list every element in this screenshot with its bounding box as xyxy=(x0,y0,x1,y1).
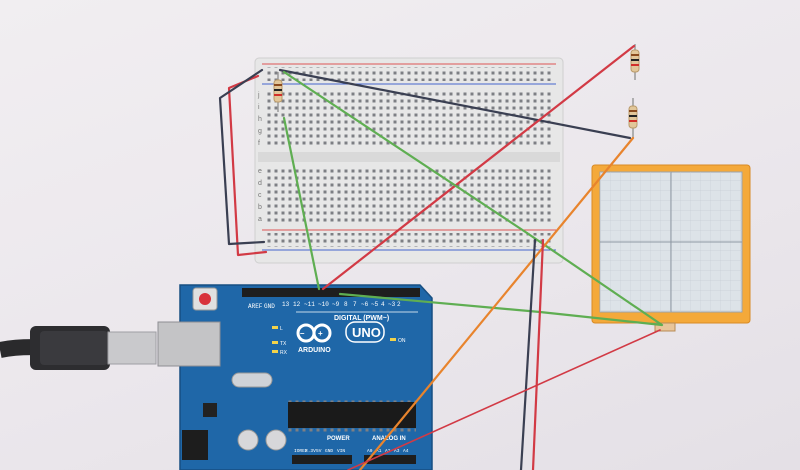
pin-label: 2 xyxy=(397,301,401,308)
power-label: POWER xyxy=(327,436,350,442)
power-pin-label: IOREF xyxy=(294,448,308,454)
arduino-logo-icon: – + xyxy=(296,323,332,343)
on-label: ON xyxy=(398,338,406,344)
pin-label: 4 xyxy=(381,301,385,308)
top-terminal-strip[interactable] xyxy=(266,90,554,148)
power-pin-label: GND xyxy=(325,448,333,454)
orange-wire[interactable] xyxy=(358,136,635,470)
power-pin-label: VIN xyxy=(337,448,345,454)
digital-label: DIGITAL (PWM~) xyxy=(334,315,389,322)
row-letter: b xyxy=(258,204,262,211)
analog-label: ANALOG IN xyxy=(372,436,406,442)
model-label: UNO xyxy=(352,325,381,340)
row-letter: i xyxy=(258,104,260,111)
touch-panel[interactable] xyxy=(591,164,751,332)
row-letter: c xyxy=(258,192,262,199)
usb-cable-icon xyxy=(0,326,157,370)
red-wire[interactable] xyxy=(347,329,661,470)
usb-port xyxy=(157,321,221,367)
red-wire[interactable] xyxy=(321,44,636,291)
pin-label: 13 xyxy=(282,301,290,308)
svg-text:–: – xyxy=(300,329,305,338)
panel-connector[interactable] xyxy=(654,322,676,332)
analog-pin-label: A2 xyxy=(385,448,391,454)
bottom-terminal-strip[interactable] xyxy=(266,166,554,224)
pin-label: ~5 xyxy=(371,301,379,308)
breadboard[interactable]: j i h g f e d c b a xyxy=(254,57,564,264)
svg-text:+: + xyxy=(318,329,323,338)
rx-label: RX xyxy=(280,350,288,356)
power-pin-label: 5V xyxy=(316,448,322,454)
row-letter: e xyxy=(258,168,262,175)
analog-pin-label: A0 xyxy=(367,448,373,454)
power-pin-label: 3.3V xyxy=(305,448,316,454)
resistor-icon[interactable] xyxy=(273,72,283,112)
l-led-label: L xyxy=(280,326,283,332)
pin-label: ~9 xyxy=(332,301,340,308)
center-channel xyxy=(258,152,560,162)
green-wire[interactable] xyxy=(282,70,529,235)
capacitor-icon xyxy=(265,429,287,451)
row-letter: h xyxy=(258,116,262,123)
resistor-icon[interactable] xyxy=(628,98,638,138)
row-letter: d xyxy=(258,180,262,187)
regulator-icon xyxy=(203,403,217,417)
resistor-icon[interactable] xyxy=(630,44,640,80)
pin-label: ~10 xyxy=(318,301,329,308)
power-header[interactable] xyxy=(292,455,352,464)
capacitor-icon xyxy=(237,429,259,451)
pin-label: ~11 xyxy=(304,301,315,308)
pin-label: ~3 xyxy=(388,301,396,308)
top-power-rail[interactable] xyxy=(266,67,554,81)
row-letter: a xyxy=(258,216,262,223)
aref-label: AREF xyxy=(248,303,263,310)
analog-pin-label: A1 xyxy=(376,448,382,454)
pin-label: 8 xyxy=(344,301,348,308)
brand-label: ARDUINO xyxy=(298,347,331,354)
reset-button[interactable] xyxy=(199,293,211,305)
analog-pin-label: A4 xyxy=(403,448,409,454)
black-wire[interactable] xyxy=(519,238,537,470)
crystal-oscillator xyxy=(231,372,273,388)
row-letter: j xyxy=(257,92,260,99)
green-wire[interactable] xyxy=(338,231,664,327)
black-wire[interactable] xyxy=(218,68,266,246)
pin-label: ~6 xyxy=(361,301,369,308)
dc-jack xyxy=(182,430,208,460)
green-wire[interactable] xyxy=(282,116,321,291)
row-letter: f xyxy=(258,140,260,147)
pin-label: 12 xyxy=(293,301,301,308)
row-letter: g xyxy=(258,128,262,135)
red-wire[interactable] xyxy=(531,238,545,470)
black-wire[interactable] xyxy=(278,68,632,140)
tx-label: TX xyxy=(280,341,287,347)
analog-header[interactable] xyxy=(364,455,416,464)
digital-header[interactable] xyxy=(242,288,420,297)
pin-label: 7 xyxy=(353,301,357,308)
bottom-power-rail[interactable] xyxy=(266,233,554,247)
analog-pin-label: A3 xyxy=(394,448,400,454)
arduino-board[interactable]: AREF GND 13 12 ~11 ~10 ~9 8 7 ~6 ~5 4 ~3… xyxy=(157,284,433,470)
gnd-label: GND xyxy=(264,303,275,310)
atmega-chip-icon xyxy=(288,402,416,428)
